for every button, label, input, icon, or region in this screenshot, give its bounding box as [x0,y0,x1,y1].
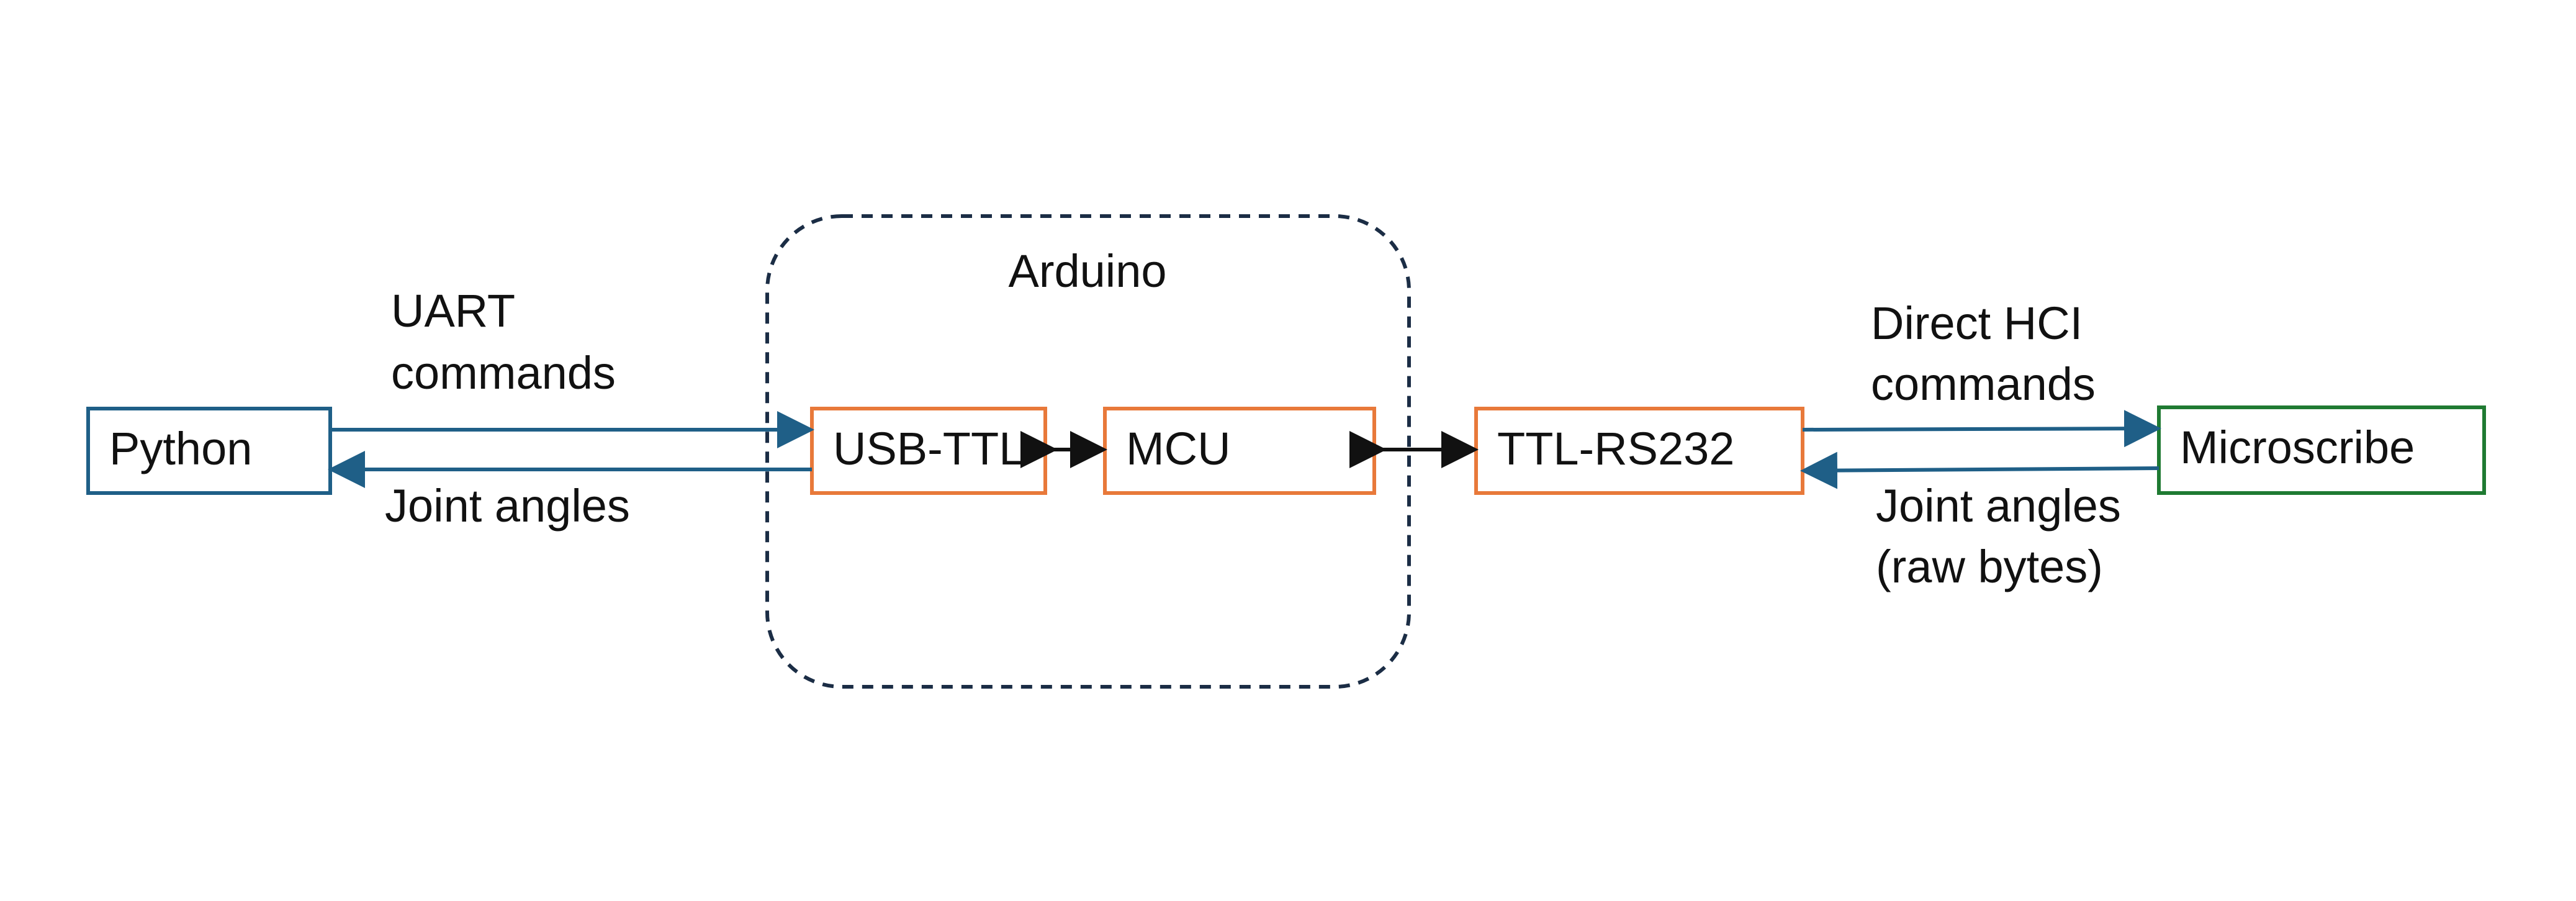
microscribe-to-ttl-label-line1: Joint angles [1876,480,2121,532]
ttl-to-microscribe-arrow [1802,410,2161,448]
mcu-label: MCU [1126,423,1231,474]
microscribe-label: Microscribe [2180,422,2415,473]
arduino-group-box [765,214,1411,689]
microscribe-to-ttl-arrow [1800,451,2159,489]
python-node: Python [86,407,332,495]
ttl-to-microscribe-label-line2: commands [1871,358,2096,410]
microscribe-to-ttl-label-line2: (raw bytes) [1876,541,2103,592]
ttl-rs232-label: TTL-RS232 [1497,423,1734,474]
mcu-node: MCU [1103,407,1376,495]
microscribe-node: Microscribe [2157,405,2486,495]
usb-to-python-label: Joint angles [385,480,630,532]
ttl-rs232-node: TTL-RS232 [1474,407,1804,495]
python-to-usb-label-line1: UART [391,285,515,337]
python-label: Python [109,423,252,474]
ttl-to-microscribe-label-line1: Direct HCI [1871,297,2083,349]
usb-ttl-node: USB-TTL [810,407,1047,495]
arduino-group-label: Arduino [1008,245,1166,297]
usb-ttl-label: USB-TTL [833,423,1024,474]
python-to-usb-label-line2: commands [391,347,616,399]
